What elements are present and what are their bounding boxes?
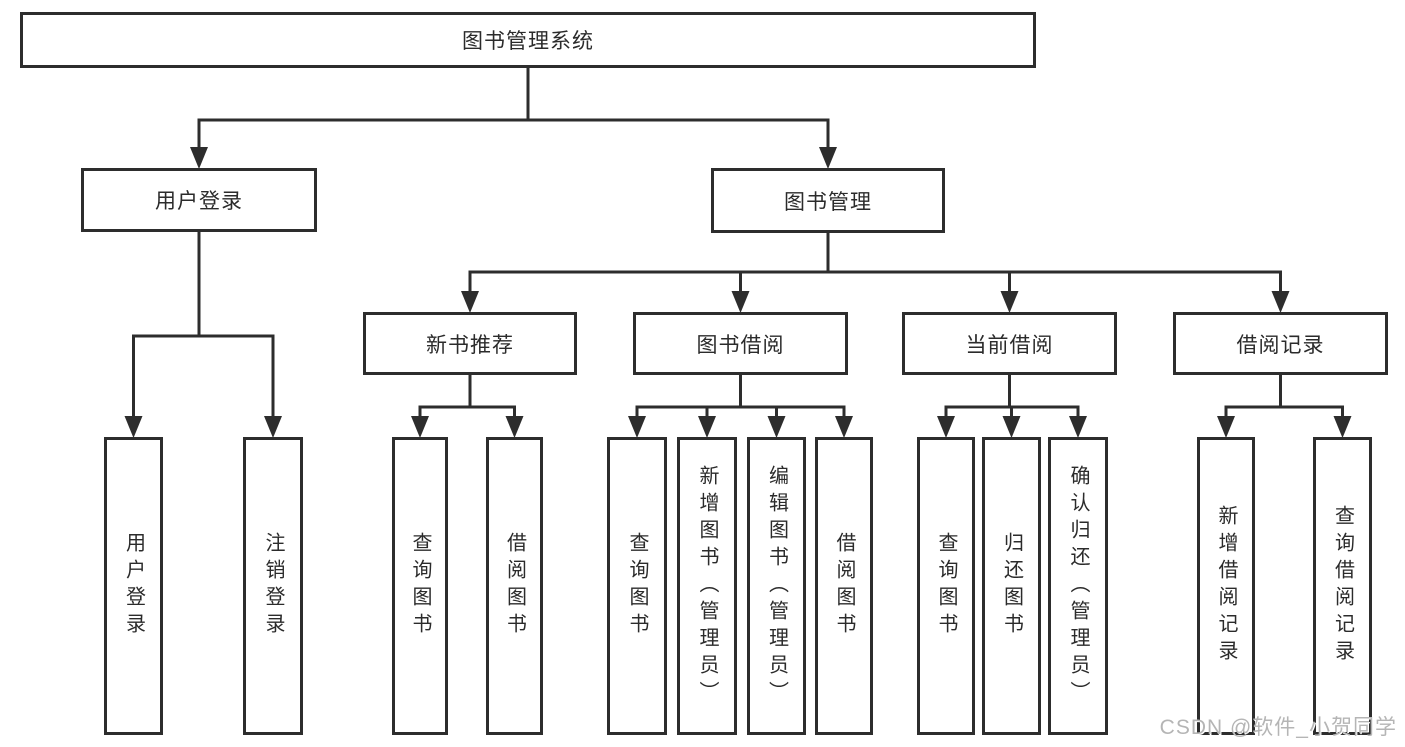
node-label-bb-add: 新增图书（管理员） xyxy=(696,464,718,708)
node-label-rec-query: 查询图书 xyxy=(409,532,431,640)
node-root: 图书管理系统 xyxy=(20,12,1036,68)
node-label-cb-query: 查询图书 xyxy=(935,532,957,640)
node-label-cb-return: 归还图书 xyxy=(1000,532,1023,640)
node-br-query: 查询借阅记录 xyxy=(1313,437,1372,735)
node-cb-query: 查询图书 xyxy=(917,437,975,735)
node-label-root: 图书管理系统 xyxy=(462,30,594,53)
node-login: 用户登录 xyxy=(81,168,317,232)
node-rec-query: 查询图书 xyxy=(392,437,448,735)
node-label-br-query: 查询借阅记录 xyxy=(1331,505,1354,667)
node-borrow-records: 借阅记录 xyxy=(1173,312,1388,375)
watermark: CSDN @软件_小贺同学 xyxy=(1159,716,1397,739)
node-label-bb-query: 查询图书 xyxy=(626,532,648,640)
node-bb-query: 查询图书 xyxy=(607,437,667,735)
node-label-cb-confirm: 确认归还（管理员） xyxy=(1067,464,1089,708)
node-book-mgmt: 图书管理 xyxy=(711,168,945,233)
node-logout: 注销登录 xyxy=(243,437,303,735)
node-new-book-rec: 新书推荐 xyxy=(363,312,577,375)
node-bb-add: 新增图书（管理员） xyxy=(677,437,737,735)
node-label-current-borrow: 当前借阅 xyxy=(965,333,1054,357)
node-label-book-borrow: 图书借阅 xyxy=(696,333,785,357)
node-book-borrow: 图书借阅 xyxy=(633,312,848,375)
node-cb-confirm: 确认归还（管理员） xyxy=(1048,437,1108,735)
node-label-borrow-records: 借阅记录 xyxy=(1236,333,1325,357)
node-user-login: 用户登录 xyxy=(104,437,163,735)
node-label-login: 用户登录 xyxy=(155,190,243,213)
node-label-logout: 注销登录 xyxy=(262,532,284,640)
node-label-bb-edit: 编辑图书（管理员） xyxy=(765,464,788,708)
node-label-new-book-rec: 新书推荐 xyxy=(426,333,514,357)
node-cb-return: 归还图书 xyxy=(982,437,1041,735)
node-current-borrow: 当前借阅 xyxy=(902,312,1117,375)
node-label-bb-borrow: 借阅图书 xyxy=(833,532,855,640)
node-label-book-mgmt: 图书管理 xyxy=(784,190,872,214)
node-label-br-add: 新增借阅记录 xyxy=(1215,505,1237,667)
node-bb-edit: 编辑图书（管理员） xyxy=(747,437,806,735)
node-label-rec-borrow: 借阅图书 xyxy=(503,532,526,640)
node-rec-borrow: 借阅图书 xyxy=(486,437,543,735)
node-label-user-login: 用户登录 xyxy=(122,532,145,640)
node-bb-borrow: 借阅图书 xyxy=(815,437,873,735)
node-br-add: 新增借阅记录 xyxy=(1197,437,1255,735)
